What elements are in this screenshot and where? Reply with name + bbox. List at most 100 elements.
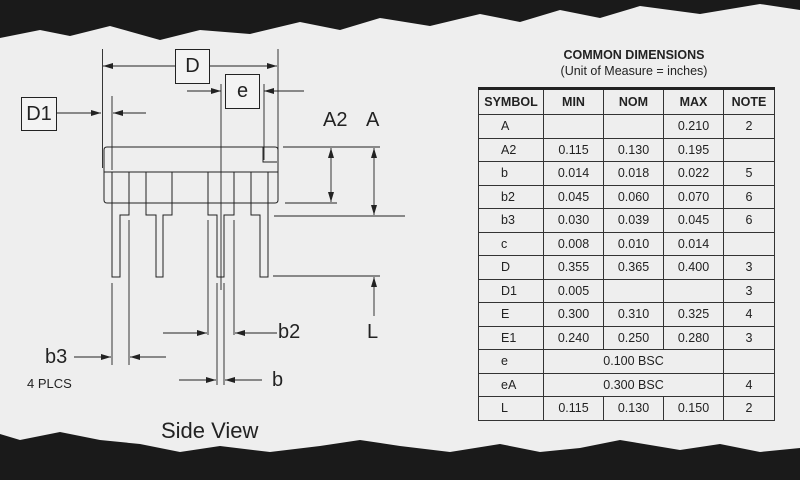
cell-nom <box>603 114 664 139</box>
cell-span: 0.100 BSC <box>543 349 724 374</box>
cell-min <box>543 114 604 139</box>
cell-symbol: eA <box>478 372 544 397</box>
label-b: b <box>272 369 284 391</box>
table-header-row: SYMBOL MIN NOM MAX NOTE <box>478 88 775 115</box>
cell-symbol: D <box>478 255 544 280</box>
cell-note: 6 <box>723 184 775 209</box>
cell-note <box>723 349 775 374</box>
cell-min: 0.355 <box>543 255 604 280</box>
diagram-title: Side View <box>161 418 259 443</box>
cell-nom: 0.039 <box>603 208 664 233</box>
cell-nom: 0.365 <box>603 255 664 280</box>
cell-max <box>663 278 724 303</box>
cell-max: 0.400 <box>663 255 724 280</box>
cell-span: 0.300 BSC <box>543 372 724 397</box>
cell-symbol: D1 <box>478 278 544 303</box>
cell-min: 0.240 <box>543 325 604 350</box>
cell-note: 4 <box>723 302 775 327</box>
label-b3-note: 4 PLCS <box>27 376 72 391</box>
cell-max: 0.195 <box>663 137 724 162</box>
cell-min: 0.014 <box>543 161 604 186</box>
cell-max: 0.014 <box>663 231 724 256</box>
cell-nom: 0.250 <box>603 325 664 350</box>
header-symbol: SYMBOL <box>478 88 544 115</box>
cell-min: 0.300 <box>543 302 604 327</box>
table-subtitle: (Unit of Measure = inches) <box>560 64 708 78</box>
cell-symbol: A2 <box>478 137 544 162</box>
cell-note: 2 <box>723 396 775 421</box>
cell-symbol: b2 <box>478 184 544 209</box>
label-A2: A2 <box>323 109 348 131</box>
cell-note <box>723 231 775 256</box>
label-e: e <box>236 80 249 102</box>
cell-note: 3 <box>723 255 775 280</box>
cell-symbol: L <box>478 396 544 421</box>
dim-box-D1: D1 <box>21 97 57 131</box>
label-L: L <box>367 321 379 343</box>
package-body <box>103 146 279 204</box>
cell-note: 3 <box>723 325 775 350</box>
cell-max: 0.022 <box>663 161 724 186</box>
cell-max: 0.070 <box>663 184 724 209</box>
label-b2: b2 <box>278 321 301 343</box>
header-min: MIN <box>543 88 604 115</box>
cell-min: 0.008 <box>543 231 604 256</box>
dim-box-D: D <box>175 49 210 84</box>
cell-symbol: b3 <box>478 208 544 233</box>
cell-symbol: E1 <box>478 325 544 350</box>
cell-min: 0.115 <box>543 396 604 421</box>
dim-box-e: e <box>225 74 260 109</box>
cell-nom: 0.018 <box>603 161 664 186</box>
cell-nom: 0.130 <box>603 396 664 421</box>
cell-max: 0.150 <box>663 396 724 421</box>
cell-min: 0.005 <box>543 278 604 303</box>
cell-symbol: E <box>478 302 544 327</box>
cell-nom: 0.060 <box>603 184 664 209</box>
cell-nom: 0.010 <box>603 231 664 256</box>
cell-note: 3 <box>723 278 775 303</box>
cell-symbol: e <box>478 349 544 374</box>
cell-min: 0.115 <box>543 137 604 162</box>
label-b3: b3 <box>45 346 68 368</box>
cell-max: 0.325 <box>663 302 724 327</box>
header-nom: NOM <box>603 88 664 115</box>
header-max: MAX <box>663 88 724 115</box>
cell-min: 0.045 <box>543 184 604 209</box>
cell-max: 0.210 <box>663 114 724 139</box>
label-D: D <box>185 55 200 77</box>
label-A: A <box>366 109 380 131</box>
cell-note: 5 <box>723 161 775 186</box>
cell-note: 4 <box>723 372 775 397</box>
cell-min: 0.030 <box>543 208 604 233</box>
cell-nom: 0.310 <box>603 302 664 327</box>
cell-nom <box>603 278 664 303</box>
cell-symbol: b <box>478 161 544 186</box>
cell-symbol: c <box>478 231 544 256</box>
dimension-lines <box>56 49 405 385</box>
cell-max: 0.045 <box>663 208 724 233</box>
cell-symbol: A <box>478 114 544 139</box>
cell-note: 2 <box>723 114 775 139</box>
table-title: COMMON DIMENSIONS <box>563 48 705 62</box>
cell-note <box>723 137 775 162</box>
cell-max: 0.280 <box>663 325 724 350</box>
cell-note: 6 <box>723 208 775 233</box>
label-D1: D1 <box>26 102 52 125</box>
cell-nom: 0.130 <box>603 137 664 162</box>
header-note: NOTE <box>723 88 775 115</box>
